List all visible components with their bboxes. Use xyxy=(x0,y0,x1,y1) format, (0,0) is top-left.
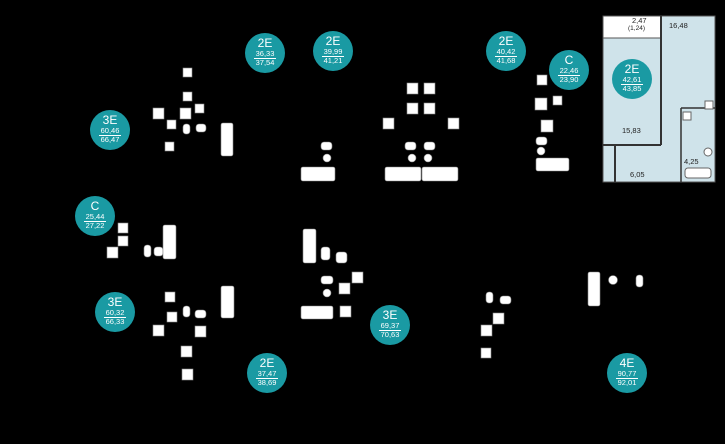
area-divider xyxy=(322,56,344,57)
apartment-badge-3e-left-bottom[interactable]: 3E 60,32 66,33 xyxy=(95,292,135,332)
apartment-area-living: 36,33 xyxy=(255,49,275,58)
apartment-area-living: 25,44 xyxy=(85,212,105,221)
apartment-type: C xyxy=(90,199,100,213)
apartment-area-living: 22,46 xyxy=(559,66,579,75)
apartment-type: 2E xyxy=(325,34,341,48)
area-divider xyxy=(84,221,106,222)
apartment-area-living: 60,46 xyxy=(100,126,120,135)
apartment-type: 3E xyxy=(382,308,398,322)
room-loggia-sub: (1,24) xyxy=(628,25,645,32)
apartment-area-living: 37,47 xyxy=(257,369,277,378)
apartment-area-living: 90,77 xyxy=(617,369,637,378)
room-living-label: 16,48 xyxy=(669,21,688,30)
apartment-area-total: 23,90 xyxy=(559,75,579,84)
area-divider xyxy=(104,317,126,318)
apartment-area-living: 39,99 xyxy=(323,47,343,56)
apartment-type: 3E xyxy=(107,295,123,309)
apartment-area-total: 66,33 xyxy=(105,317,125,326)
apartment-area-total: 38,69 xyxy=(257,378,277,387)
area-divider xyxy=(558,75,580,76)
apartment-area-total: 92,01 xyxy=(617,378,637,387)
apartment-badge-c-top[interactable]: C 22,46 23,90 xyxy=(549,50,589,90)
apartment-type: C xyxy=(564,53,574,67)
apartment-area-total: 70,63 xyxy=(380,330,400,339)
apartment-type: 3E xyxy=(102,113,118,127)
room-bath-label: 4,25 xyxy=(684,157,699,166)
apartment-badge-4e[interactable]: 4E 90,77 92,01 xyxy=(607,353,647,393)
apartment-badge-2e-1[interactable]: 2E 36,33 37,54 xyxy=(245,33,285,73)
area-divider xyxy=(99,135,121,136)
area-divider xyxy=(379,330,401,331)
apartment-area-total: 41,21 xyxy=(323,56,343,65)
apartment-area-living: 60,32 xyxy=(105,308,125,317)
area-divider xyxy=(254,58,276,59)
apartment-area-total: 37,54 xyxy=(255,58,275,67)
apartment-badge-2e-2[interactable]: 2E 39,99 41,21 xyxy=(313,31,353,71)
apartment-badge-2e-3[interactable]: 2E 40,42 41,68 xyxy=(486,31,526,71)
area-divider xyxy=(621,84,643,85)
apartment-area-total: 41,68 xyxy=(496,56,516,65)
apartment-badge-c-left[interactable]: C 25,44 27,22 xyxy=(75,196,115,236)
apartment-area-living: 40,42 xyxy=(496,47,516,56)
apartment-badge-3e-left-top[interactable]: 3E 60,46 66,47 xyxy=(90,110,130,150)
room-hall-label: 6,05 xyxy=(630,170,645,179)
apartment-area-living: 42,61 xyxy=(622,75,642,84)
area-divider xyxy=(495,56,517,57)
apartment-badge-3e-center[interactable]: 3E 69,37 70,63 xyxy=(370,305,410,345)
apartment-type: 2E xyxy=(498,34,514,48)
apartment-type: 2E xyxy=(257,36,273,50)
fixtures xyxy=(106,67,644,381)
room-bedroom-label: 15,83 xyxy=(622,126,641,135)
apartment-area-total: 27,22 xyxy=(85,221,105,230)
apartment-area-total: 43,85 xyxy=(622,84,642,93)
apartment-area-total: 66,47 xyxy=(100,135,120,144)
area-divider xyxy=(616,378,638,379)
apartment-area-living: 69,37 xyxy=(380,321,400,330)
area-divider xyxy=(256,378,278,379)
apartment-type: 4E xyxy=(619,356,635,370)
apartment-badge-2e-bottom[interactable]: 2E 37,47 38,69 xyxy=(247,353,287,393)
selected-apartment-plan[interactable] xyxy=(602,15,716,183)
apartment-type: 2E xyxy=(624,62,640,76)
apartment-badge-2e-selected[interactable]: 2E 42,61 43,85 xyxy=(612,59,652,99)
room-loggia-label: 2,47 xyxy=(632,16,647,25)
apartment-type: 2E xyxy=(259,356,275,370)
